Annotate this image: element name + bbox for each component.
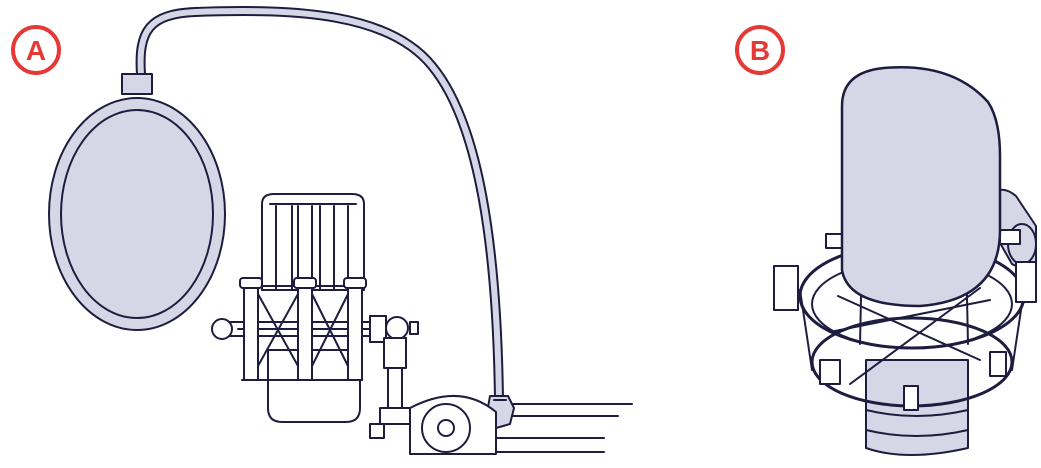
- panel-a: A: [11, 6, 633, 455]
- panel-b-badge: B: [735, 25, 785, 75]
- boom-arm-lines: [489, 403, 633, 453]
- studio-microphone-a: [261, 193, 365, 423]
- pop-filter: [48, 73, 226, 331]
- shock-mount-b: [773, 229, 1037, 411]
- panel-a-label: A: [26, 35, 46, 66]
- panel-b-label: B: [750, 35, 770, 66]
- panel-a-badge: A: [11, 25, 61, 75]
- studio-microphone-b-head: [840, 66, 1002, 308]
- panel-b: B: [735, 25, 1037, 456]
- mount-joint: [369, 315, 497, 455]
- shock-mount-a: [211, 277, 387, 381]
